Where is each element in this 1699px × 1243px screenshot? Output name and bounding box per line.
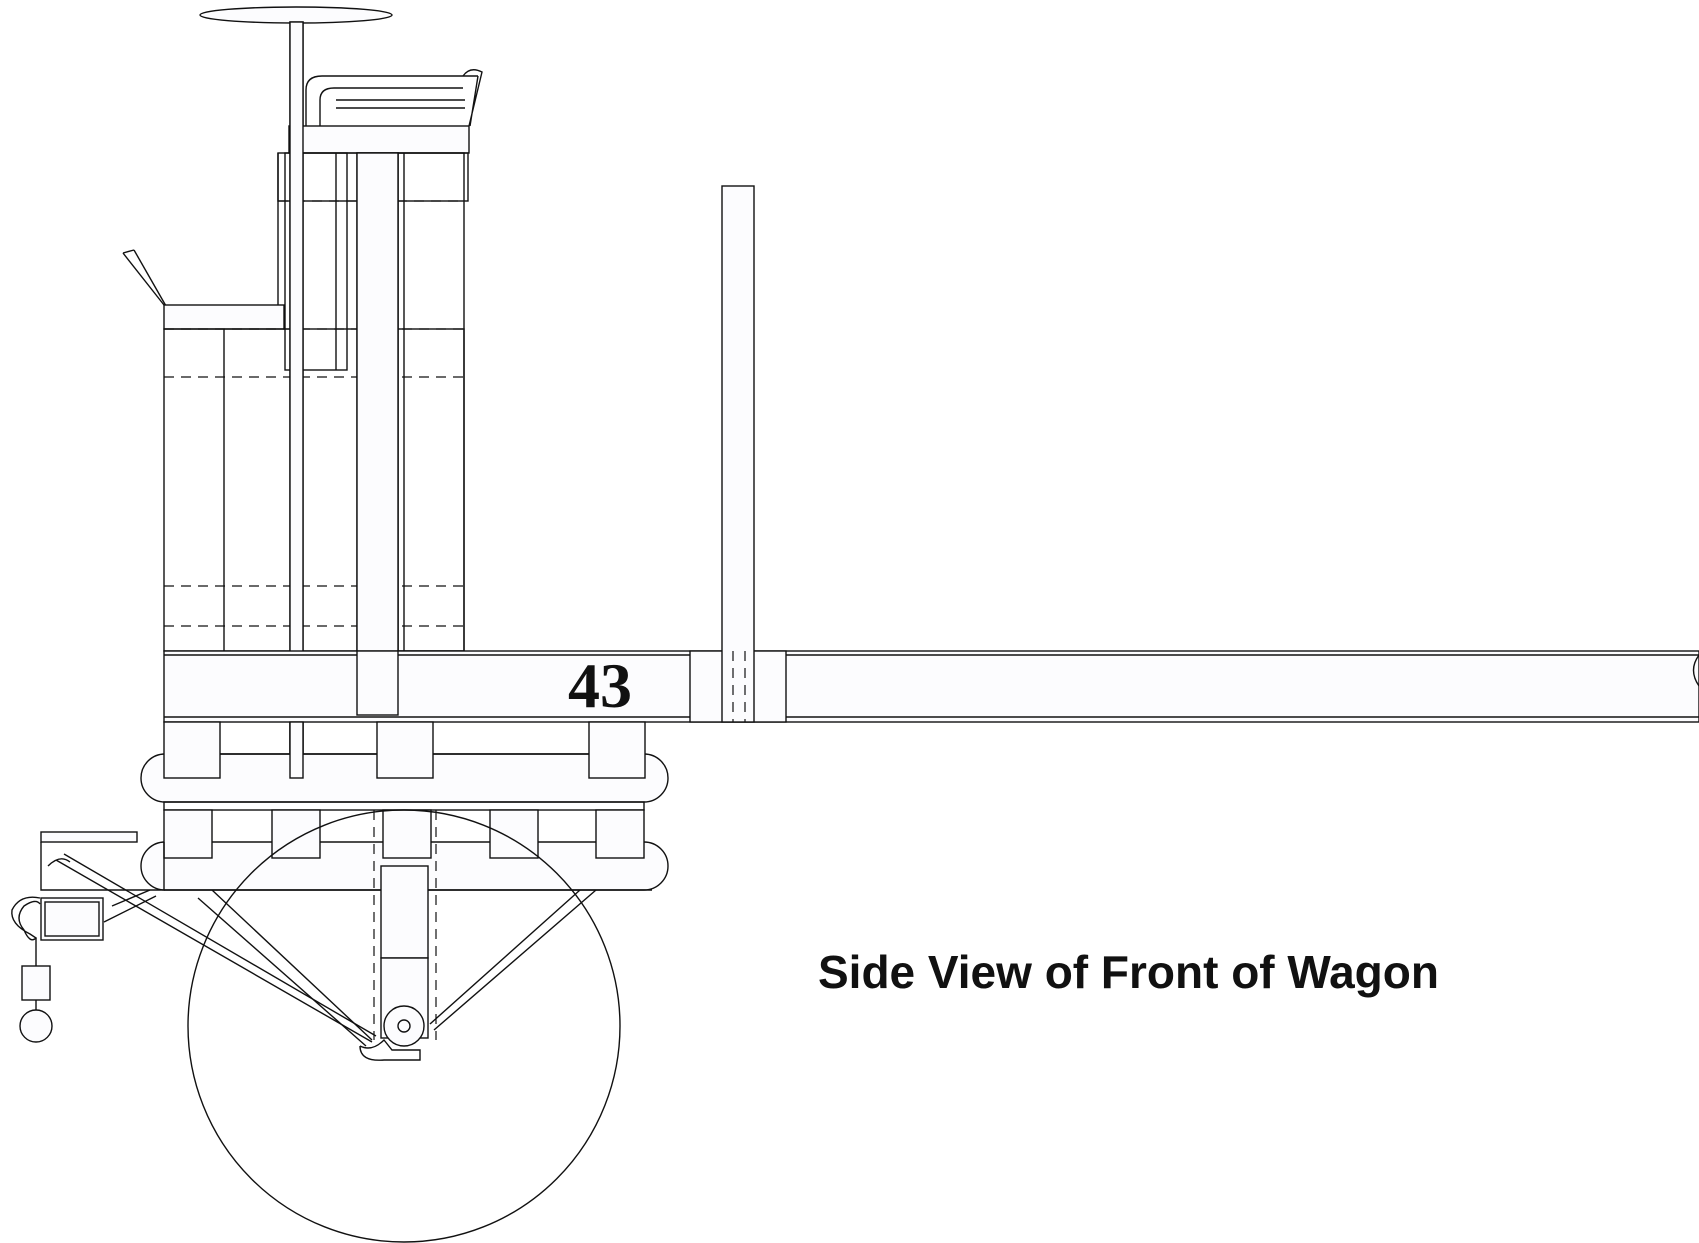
main-beam: 43	[163, 650, 1699, 723]
front-hitch	[11, 831, 165, 1043]
seat-backrest	[288, 69, 483, 154]
wagon-number: 43	[568, 650, 632, 721]
drawing-caption: Side View of Front of Wagon	[818, 946, 1439, 998]
stake-post	[689, 185, 787, 723]
wagon-body-box	[122, 21, 465, 779]
front-wheel	[187, 809, 621, 1243]
upper-bolster	[140, 721, 669, 803]
hounds	[55, 853, 597, 1047]
